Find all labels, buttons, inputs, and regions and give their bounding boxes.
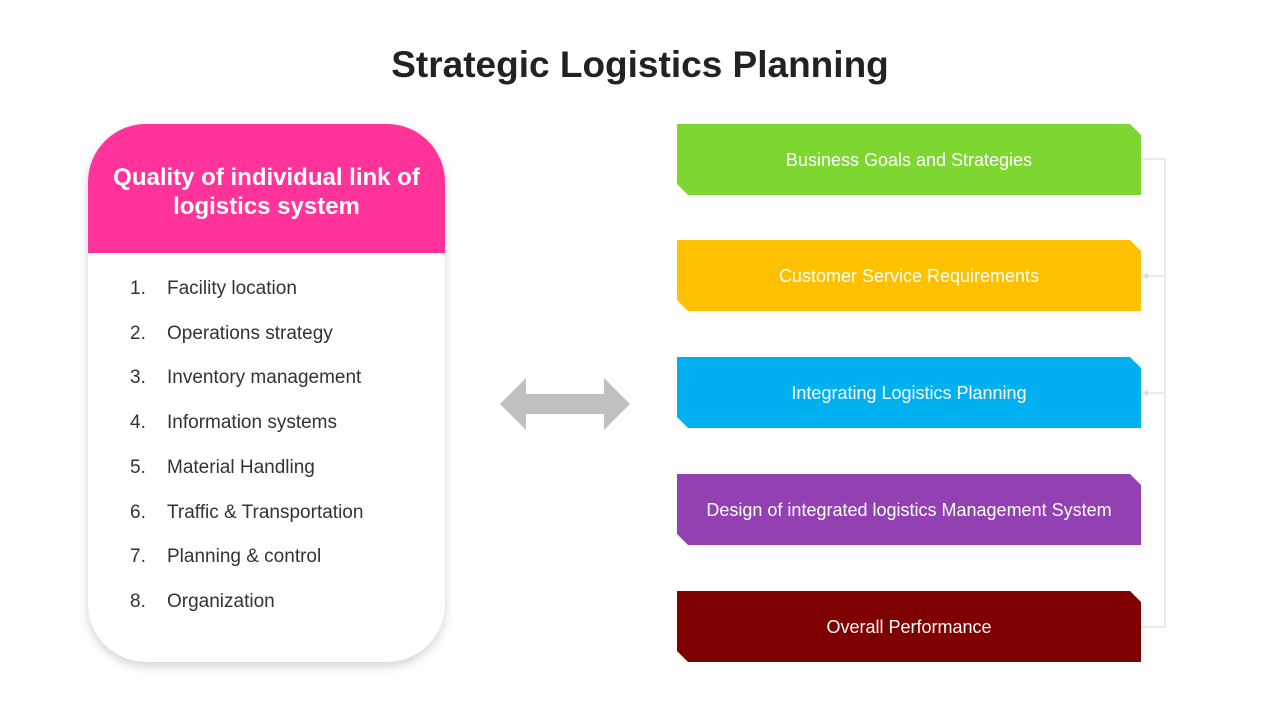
flow-box-design-system: Design of integrated logistics Managemen… bbox=[677, 474, 1141, 545]
page-title: Strategic Logistics Planning bbox=[391, 44, 889, 85]
flow-box-integrating-planning: Integrating Logistics Planning bbox=[677, 357, 1141, 428]
card-heading: Quality of individual link of logistics … bbox=[88, 124, 445, 253]
feedback-connector bbox=[1141, 158, 1166, 628]
quality-card: Quality of individual link of logistics … bbox=[88, 124, 445, 662]
flow-box-business-goals: Business Goals and Strategies bbox=[677, 124, 1141, 195]
flow-box-overall-performance: Overall Performance bbox=[677, 591, 1141, 662]
double-arrow-icon bbox=[500, 378, 630, 430]
flow-box-customer-service: Customer Service Requirements bbox=[677, 240, 1141, 311]
